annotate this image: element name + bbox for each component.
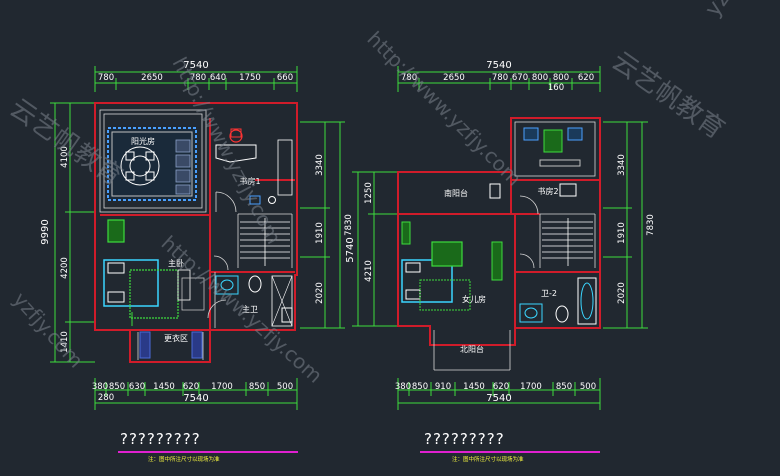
room-label-bath2: 卫-2 [541, 289, 557, 298]
left-bottom-dim-2: 850 [109, 382, 125, 392]
left-top-total-dim: 7540 [183, 60, 208, 71]
left-side-dim-total: 9990 [40, 219, 51, 244]
room-label-dressing-area: 更衣区 [164, 333, 188, 343]
left-right-dim-total: 7830 [344, 214, 354, 236]
right-bottom-dim-6: 1700 [520, 382, 542, 392]
right-bottom-dim-3: 910 [435, 382, 451, 392]
right-bottom-dim-1: 380 [395, 382, 411, 392]
right-left-dim-2: 4210 [364, 260, 374, 282]
right-left-dim-total: 5740 [345, 237, 356, 262]
left-top-dim-4: 640 [210, 73, 226, 83]
left-side-dim-1: 4100 [60, 146, 70, 168]
room-label-master-bath: 主卫 [242, 304, 258, 314]
right-top-dim-5: 800 [532, 73, 548, 83]
room-label-north-balcony: 北阳台 [460, 344, 484, 354]
master-bath-fixtures [215, 275, 293, 327]
right-side-dimension-lines [300, 121, 345, 329]
left-drawing-note: 注：图中所注尺寸以现场为准 [148, 455, 220, 463]
right-top-total-dim: 7540 [486, 60, 511, 71]
right-walls [397, 117, 601, 346]
left-bottom-dim-8: 500 [277, 382, 293, 392]
right-right-dimension-lines [603, 121, 648, 329]
south-balcony-washer [489, 183, 501, 199]
bath2-fixtures [519, 277, 597, 325]
right-drawing-title: ????????? [424, 430, 505, 448]
right-top-sub-dim: 160 [548, 83, 564, 93]
left-right-dim-3: 2020 [315, 282, 325, 304]
daughter-room-furniture [401, 221, 503, 311]
right-top-dim-4: 670 [512, 73, 528, 83]
left-bottom-dim-3: 630 [129, 382, 145, 392]
room-label-study2: 书房2 [537, 186, 558, 196]
left-drawing-title: ????????? [120, 430, 201, 448]
right-bottom-dim-8: 500 [580, 382, 596, 392]
left-top-dimension-lines [94, 66, 298, 92]
left-bottom-dim-5: 620 [183, 382, 199, 392]
study2-furniture [523, 127, 583, 197]
left-bottom-dim-6: 1700 [211, 382, 233, 392]
left-walls [94, 102, 298, 363]
right-bottom-dim-2: 850 [412, 382, 428, 392]
right-left-dim-1: 1250 [364, 182, 374, 204]
left-right-dim-1: 3340 [315, 154, 325, 176]
dressing-area-wardrobe [139, 331, 203, 359]
right-top-dim-6: 800 [553, 73, 569, 83]
right-right-dim-2: 1910 [617, 222, 627, 244]
room-label-daughter-room: 女儿房 [462, 294, 486, 304]
watermark-5: http://www.yzfjy.com [362, 27, 526, 191]
right-drawing-note: 注：图中所注尺寸以现场为准 [452, 455, 524, 463]
study1-furniture [215, 128, 293, 205]
left-right-dim-2: 1910 [315, 222, 325, 244]
room-label-sunroom: 阳光房 [131, 136, 155, 146]
right-right-dim-total: 7830 [646, 214, 656, 236]
right-bottom-dim-7: 850 [556, 382, 572, 392]
room-label-master-bedroom: 主卧 [168, 258, 184, 268]
left-side-dim-3: 1410 [60, 331, 70, 353]
left-bottom-sub-dim: 280 [98, 393, 114, 403]
left-floor-plan: 7540 780 2650 780 640 1750 660 4100 9990… [40, 60, 354, 463]
left-side-dimension-lines [50, 102, 95, 363]
left-top-dim-2: 2650 [141, 73, 163, 83]
right-top-dimension-lines [397, 66, 601, 92]
right-right-dim-1: 3340 [617, 154, 627, 176]
right-left-dimension-lines [352, 171, 398, 327]
right-top-dim-7: 620 [578, 73, 594, 83]
watermark-7: yzfjy [700, 0, 750, 21]
left-bottom-dim-7: 850 [249, 382, 265, 392]
room-label-south-balcony: 南阳台 [444, 188, 468, 198]
left-top-dim-3: 780 [190, 73, 206, 83]
right-right-dim-3: 2020 [617, 282, 627, 304]
watermark-4: 云艺帆教育 [606, 46, 730, 145]
left-bottom-dim-4: 1450 [153, 382, 175, 392]
right-bottom-dim-4: 1450 [463, 382, 485, 392]
right-top-dim-3: 780 [492, 73, 508, 83]
left-top-dim-6: 660 [277, 73, 293, 83]
left-inner-lines [99, 109, 293, 360]
left-stairs [240, 218, 290, 266]
right-bottom-dim-5: 620 [493, 382, 509, 392]
left-top-dim-1: 780 [98, 73, 114, 83]
left-top-dim-5: 1750 [239, 73, 261, 83]
left-bottom-total-dim: 7540 [183, 393, 208, 404]
right-bottom-total-dim: 7540 [486, 393, 511, 404]
left-side-dim-2: 4200 [60, 257, 70, 279]
right-inner-lines [433, 121, 596, 371]
master-bedroom-furniture [103, 219, 205, 326]
right-top-dim-1: 780 [401, 73, 417, 83]
watermark-3: yzfjy.com [8, 287, 88, 372]
right-top-dim-2: 2650 [443, 73, 465, 83]
sunroom-tile-pattern [107, 127, 197, 201]
right-bottom-dimension-lines [397, 378, 601, 410]
right-stairs [542, 218, 593, 266]
room-label-study1: 书房1 [239, 176, 260, 186]
right-floor-plan: 7540 780 2650 780 670 800 800 620 160 12… [345, 60, 656, 463]
left-bottom-dim-1: 380 [92, 382, 108, 392]
left-bottom-dimension-lines [94, 378, 298, 410]
